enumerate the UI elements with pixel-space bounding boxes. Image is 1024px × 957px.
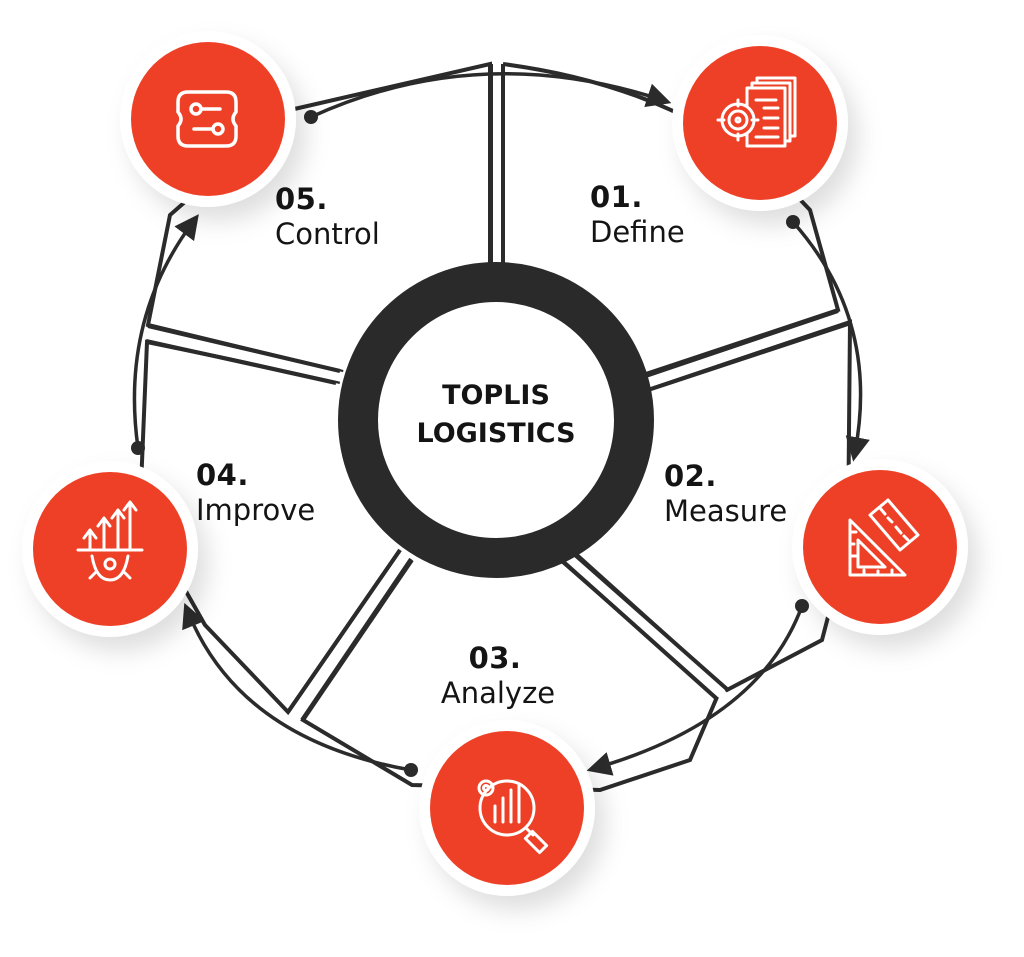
cycle-arrows [132, 71, 870, 776]
ruler-triangle-icon [848, 498, 920, 577]
arrow-start-dots [131, 110, 809, 777]
step-number: 05. [275, 182, 328, 216]
control-toggles-icon [176, 90, 238, 148]
step-number: 02. [664, 459, 717, 493]
arrow-analyze-to-improve [182, 602, 412, 772]
step-label-measure: 02. Measure [664, 462, 787, 526]
arrow-define-to-measure [791, 220, 870, 462]
step-label-control: 05. Control [275, 185, 380, 249]
step-name: Measure [664, 494, 788, 528]
step-label-define: 01. Define [590, 183, 685, 247]
step-number: 01. [590, 180, 643, 214]
step-circle-define [672, 35, 848, 211]
step-name: Analyze [440, 676, 556, 710]
step-name: Improve [196, 493, 316, 527]
step-circle-measure [792, 459, 968, 635]
arrow-control-to-define [310, 71, 672, 119]
center-ring [338, 262, 654, 578]
center-title-line1: TOPLIS [442, 380, 550, 411]
spoke-lines [145, 64, 852, 722]
step-label-analyze: 03. Analyze [434, 644, 562, 708]
spoke-gaps [143, 60, 847, 719]
center-title-line2: LOGISTICS [416, 418, 576, 449]
step-circle-analyze [419, 720, 595, 896]
center-title: TOPLIS LOGISTICS [380, 377, 612, 453]
chart-magnifier-icon [477, 779, 549, 855]
document-target-icon [716, 76, 797, 148]
growth-arrows-gear-icon [76, 500, 144, 582]
step-name: Define [590, 215, 685, 249]
step-circle-control [120, 31, 296, 207]
step-number: 04. [196, 458, 249, 492]
arrow-improve-to-control [132, 214, 199, 449]
center-disc [380, 304, 612, 536]
step-name: Control [275, 217, 380, 251]
arrow-measure-to-analyze [586, 605, 804, 776]
step-number: 03. [468, 641, 522, 675]
step-label-improve: 04. Improve [196, 461, 315, 525]
